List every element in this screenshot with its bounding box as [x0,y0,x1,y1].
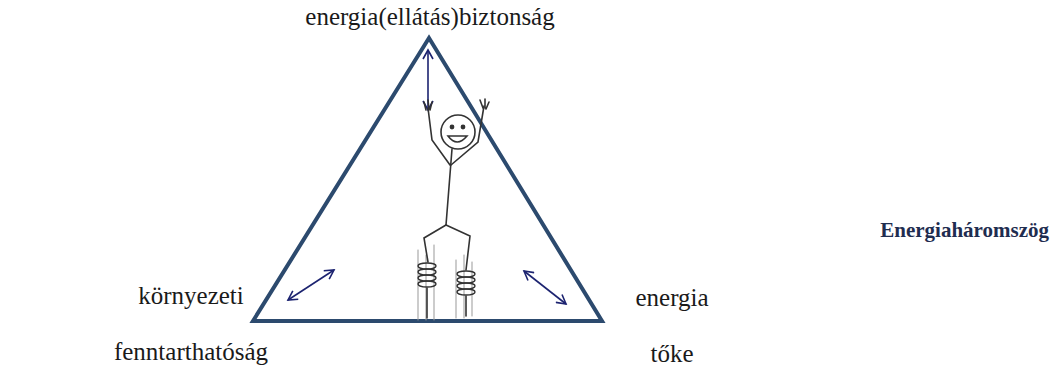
double-arrow [524,271,566,304]
vertex-label: energia tőke [635,270,708,371]
vertex-label: energia(ellátás)biztonság [305,2,554,32]
stick-figure [418,99,489,320]
double-arrow [288,270,334,300]
triangle-outline [253,38,602,321]
diagram-title: Energiaháromszög [880,218,1049,243]
vertex-label: környezeti fenntarthatóság [114,268,268,371]
